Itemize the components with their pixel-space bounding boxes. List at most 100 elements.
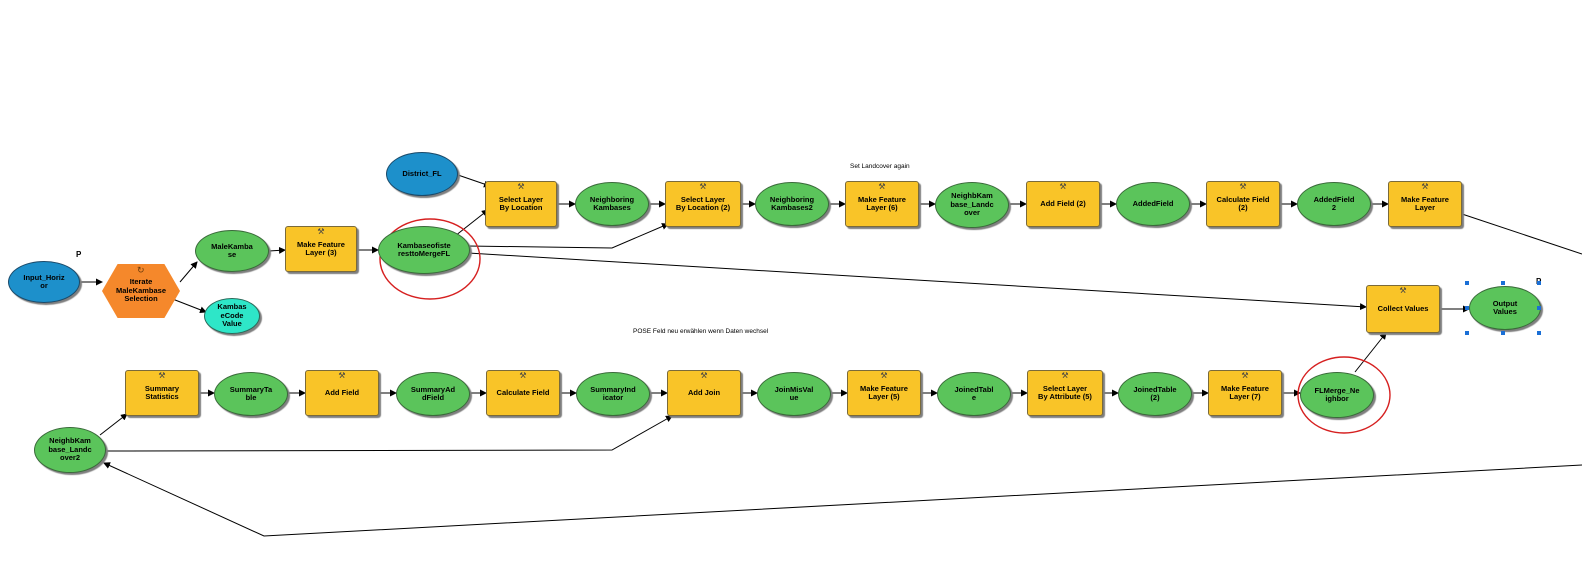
hammer-icon: ⚒ <box>1239 182 1247 191</box>
node-added-field[interactable]: AddedField <box>1116 182 1190 226</box>
node-input-horizon[interactable]: Input_Horiz or <box>8 261 80 303</box>
node-mfl7[interactable]: ⚒ Make Feature Layer (7) <box>1208 370 1282 416</box>
node-label: Add Field <box>324 387 360 397</box>
node-label: SummaryAd dField <box>410 384 456 402</box>
node-malekambase[interactable]: MaleKamba se <box>195 230 269 272</box>
node-added-field2[interactable]: AddedField 2 <box>1297 182 1371 226</box>
node-label: AddedField <box>1132 198 1174 208</box>
node-label: Neighboring Kambases2 <box>769 194 815 212</box>
node-label: Make Feature Layer <box>1401 194 1449 212</box>
hammer-icon: ⚒ <box>517 182 525 191</box>
node-label: Neighboring Kambases <box>589 194 635 212</box>
selection-handle[interactable] <box>1537 331 1541 335</box>
node-label: Make Feature Layer (3) <box>297 239 345 257</box>
node-add-join[interactable]: ⚒ Add Join <box>667 370 741 416</box>
node-label: Add Field (2) <box>1040 198 1086 208</box>
node-label: Select Layer By Location <box>498 194 544 212</box>
node-label: District_FL <box>402 168 442 178</box>
hammer-icon: ⚒ <box>1399 286 1407 295</box>
node-label: Output Values <box>1492 298 1518 316</box>
node-neigh-landcover[interactable]: NeighbKam base_Landc over <box>935 182 1009 228</box>
hammer-icon: ⚒ <box>519 371 527 380</box>
node-label: Input_Horiz or <box>23 272 65 290</box>
node-sel-loc[interactable]: ⚒ Select Layer By Location <box>485 181 557 227</box>
hammer-icon: ⚒ <box>1059 182 1067 191</box>
node-iterate[interactable]: ↻ Iterate MaleKambase Selection <box>102 264 180 318</box>
selection-handle[interactable] <box>1537 281 1541 285</box>
node-neigh-kambases2[interactable]: Neighboring Kambases2 <box>755 182 829 226</box>
node-kambase-merge[interactable]: Kambaseofiste resttoMergeFL <box>378 226 470 274</box>
node-sel-loc2[interactable]: ⚒Select Layer By Location (2) <box>665 181 741 227</box>
selection-handle[interactable] <box>1465 281 1469 285</box>
selection-handle[interactable] <box>1537 306 1541 310</box>
hammer-icon: ⚒ <box>158 371 166 380</box>
node-summary-ind[interactable]: SummaryInd icator <box>576 372 650 416</box>
hammer-icon: ⚒ <box>880 371 888 380</box>
node-label: SummaryTa ble <box>229 384 273 402</box>
hammer-icon: ⚒ <box>317 227 325 236</box>
node-label: JoinedTable (2) <box>1133 384 1177 402</box>
node-neigh-kambases[interactable]: Neighboring Kambases <box>575 182 649 226</box>
node-summary-table[interactable]: SummaryTa ble <box>214 372 288 416</box>
parameter-marker: P <box>76 250 82 259</box>
highlight-circle <box>379 218 481 300</box>
connector-arrow <box>1461 213 1582 255</box>
highlight-circle <box>1297 356 1391 434</box>
node-label: Kambas eCode Value <box>217 302 247 329</box>
connector-arrow <box>179 261 198 283</box>
node-summary-added[interactable]: SummaryAd dField <box>396 372 470 416</box>
node-summary-stats[interactable]: ⚒ Summary Statistics <box>125 370 199 416</box>
node-label: JoinMisVal ue <box>774 384 814 402</box>
node-calc-field2[interactable]: ⚒Calculate Field (2) <box>1206 181 1280 227</box>
node-join-mis[interactable]: JoinMisVal ue <box>757 372 831 416</box>
hammer-icon: ⚒ <box>878 182 886 191</box>
connector-arrow <box>99 413 128 436</box>
node-label: Collect Values <box>1377 303 1429 313</box>
node-kambasecode[interactable]: Kambas eCode Value <box>204 298 260 334</box>
node-sel-attr5[interactable]: ⚒ Select Layer By Attribute (5) <box>1027 370 1103 416</box>
node-label: Iterate MaleKambase Selection <box>115 277 167 304</box>
node-label: JoinedTabl e <box>954 384 994 402</box>
node-label: Select Layer By Attribute (5) <box>1038 383 1092 401</box>
node-joined-table2[interactable]: JoinedTable (2) <box>1118 372 1192 416</box>
node-label: Make Feature Layer (6) <box>858 194 906 212</box>
loop-icon: ↻ <box>137 265 145 275</box>
node-district[interactable]: District_FL <box>386 152 458 196</box>
node-label: AddedField 2 <box>1313 194 1355 212</box>
node-label: SummaryInd icator <box>590 384 636 402</box>
selection-handle[interactable] <box>1465 306 1469 310</box>
node-mfl5[interactable]: ⚒Make Feature Layer (5) <box>847 370 921 416</box>
node-output[interactable]: Output Values <box>1469 286 1541 330</box>
connector-arrow <box>457 174 491 188</box>
node-label: Calculate Field <box>496 387 550 397</box>
node-mfl3[interactable]: ⚒ Make Feature Layer (3) <box>285 226 357 272</box>
hammer-icon: ⚒ <box>1421 182 1429 191</box>
node-add-field2[interactable]: ⚒ Add Field (2) <box>1026 181 1100 227</box>
hammer-icon: ⚒ <box>699 182 707 191</box>
node-add-field[interactable]: ⚒Add Field <box>305 370 379 416</box>
connector-arrow <box>103 462 1582 537</box>
node-label: Summary Statistics <box>144 383 180 401</box>
node-collect[interactable]: ⚒ Collect Values <box>1366 285 1440 333</box>
node-fl-merge[interactable]: FLMerge_Ne ighbor <box>1300 372 1374 418</box>
annotation-pose-feld: POSE Feld neu erwählen wenn Daten wechse… <box>633 328 769 335</box>
node-mfl5a[interactable]: ⚒ Make Feature Layer (6) <box>845 181 919 227</box>
connector-arrow <box>467 252 1367 311</box>
hammer-icon: ⚒ <box>700 371 708 380</box>
connector-arrow <box>268 246 286 254</box>
node-mfl-top[interactable]: ⚒ Make Feature Layer <box>1388 181 1462 227</box>
node-label: Add Join <box>687 387 721 397</box>
connector-arrow <box>105 415 673 452</box>
node-joined-table[interactable]: JoinedTabl e <box>937 372 1011 416</box>
node-label: MaleKamba se <box>211 241 253 259</box>
node-calc-field[interactable]: ⚒ Calculate Field <box>486 370 560 416</box>
node-label: Make Feature Layer (7) <box>1221 383 1269 401</box>
node-label: NeighbKam base_Landc over2 <box>48 436 92 463</box>
selection-handle[interactable] <box>1501 281 1505 285</box>
hammer-icon: ⚒ <box>1061 371 1069 380</box>
selection-handle[interactable] <box>1465 331 1469 335</box>
selection-handle[interactable] <box>1501 331 1505 335</box>
node-neigh-landcover2[interactable]: NeighbKam base_Landc over2 <box>34 427 106 473</box>
hammer-icon: ⚒ <box>1241 371 1249 380</box>
